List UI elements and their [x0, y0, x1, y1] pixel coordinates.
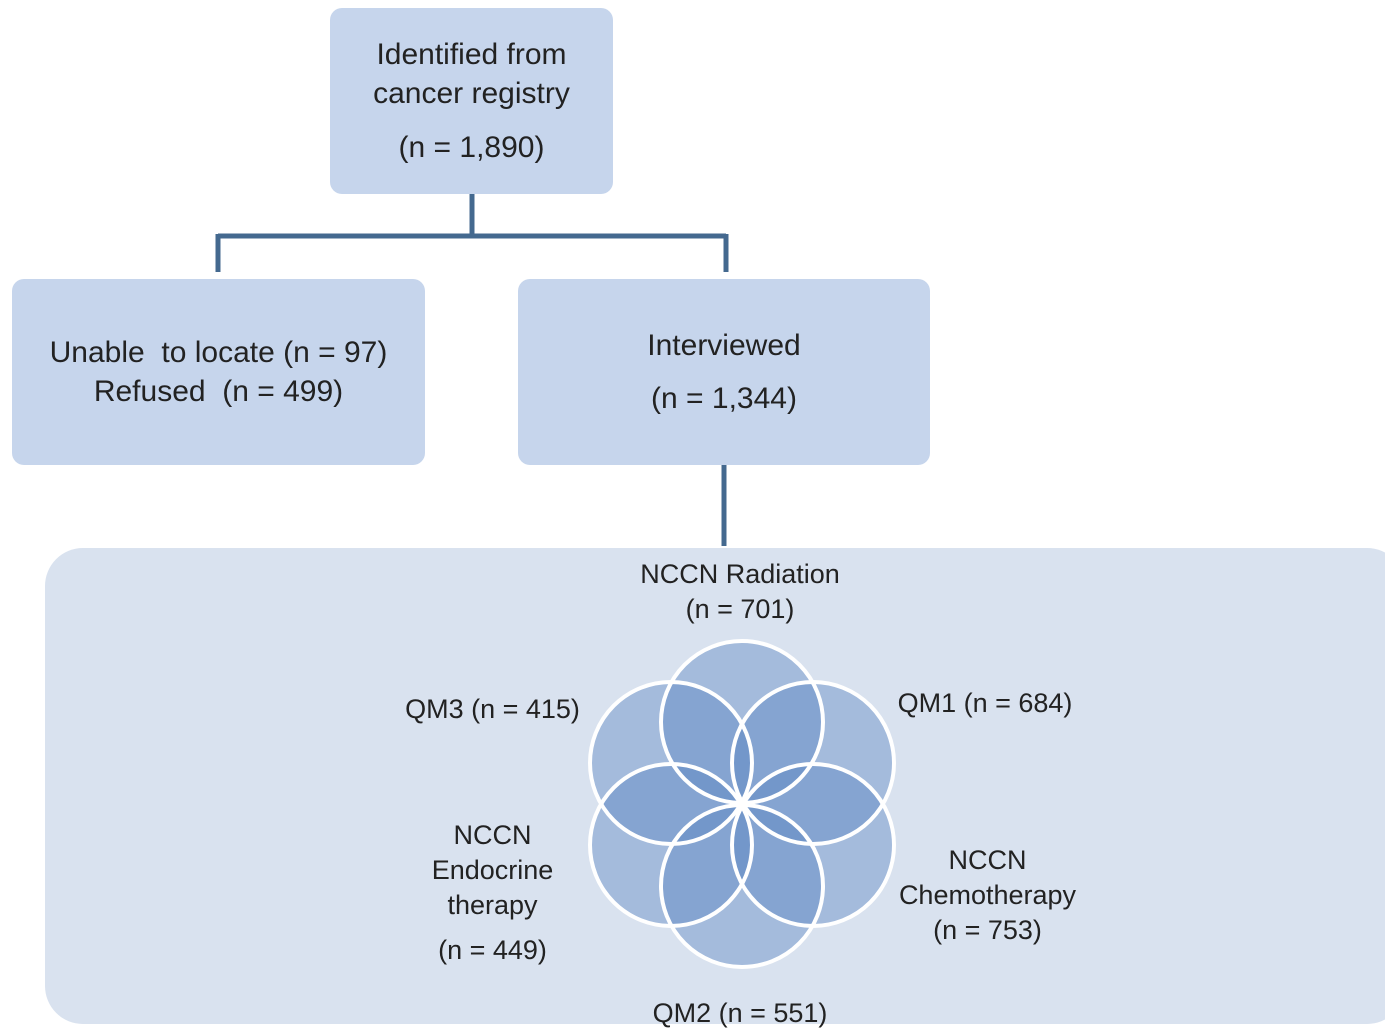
label-nccn-endocrine-count: (n = 449) — [438, 935, 547, 965]
excluded-refused: Refused (n = 499) — [93, 375, 344, 408]
label-nccn-endocrine-line2: Endocrine — [431, 855, 554, 885]
interviewed-count: (n = 1,344) — [651, 382, 797, 415]
label-nccn-endocrine-line3: therapy — [447, 890, 538, 920]
excluded-box: Unable to locate (n = 97) Refused (n = 4… — [12, 279, 425, 465]
label-qm2: QM2 (n = 551) — [652, 998, 828, 1028]
label-nccn-endocrine-therapy: NCCN Endocrine therapy (n = 449) — [380, 818, 605, 968]
identified-count: (n = 1,890) — [398, 131, 545, 164]
label-nccn-radiation-count: (n = 701) — [685, 594, 795, 624]
identified-line2: cancer registry — [373, 77, 570, 110]
label-nccn-chemotherapy-line1: NCCN — [948, 845, 1027, 875]
measures-panel — [45, 548, 1385, 1024]
interviewed-label: Interviewed — [647, 329, 801, 362]
interviewed-box: Interviewed (n = 1,344) — [518, 279, 930, 465]
identified-box: Identified from cancer registry (n = 1,8… — [330, 8, 613, 194]
venn-circle-outline-qm3 — [588, 680, 754, 846]
label-qm3: QM3 (n = 415) — [405, 694, 580, 724]
label-nccn-chemotherapy: NCCN Chemotherapy (n = 753) — [870, 843, 1105, 948]
venn-circle-outline-endocrine — [588, 762, 754, 928]
label-nccn-radiation: NCCN Radiation (n = 701) — [560, 557, 920, 627]
label-nccn-endocrine-line1: NCCN — [453, 820, 532, 850]
label-nccn-chemotherapy-count: (n = 753) — [933, 915, 1042, 945]
label-qm1: QM1 (n = 684) — [897, 688, 1073, 718]
identified-line1: Identified from — [376, 38, 567, 71]
excluded-unable-to-locate: Unable to locate (n = 97) — [49, 336, 388, 369]
label-nccn-radiation-name: NCCN Radiation — [640, 559, 840, 589]
label-nccn-chemotherapy-line2: Chemotherapy — [898, 880, 1077, 910]
